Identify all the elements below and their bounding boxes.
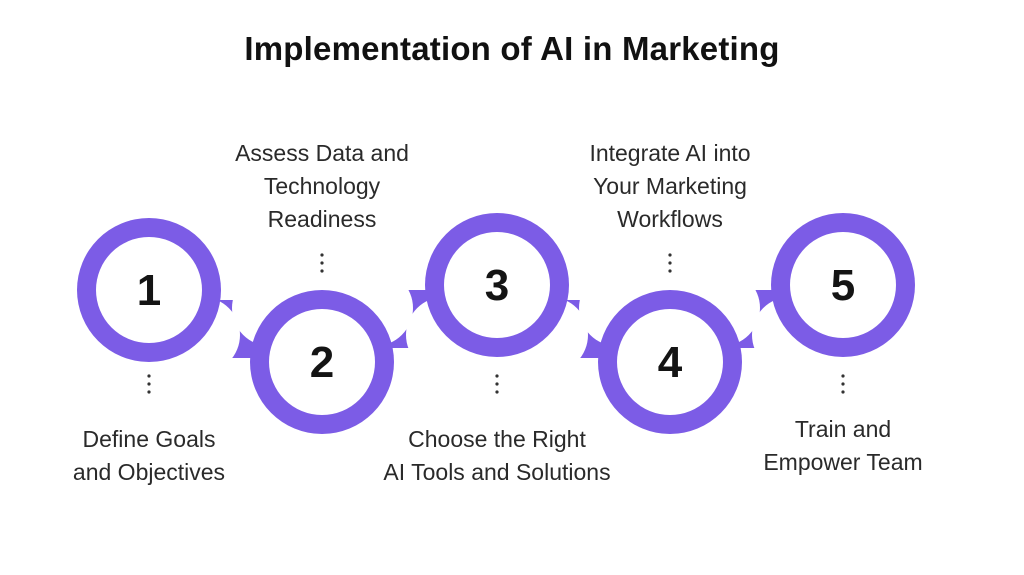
step-3-label: Choose the Right AI Tools and Solutions <box>383 426 611 485</box>
step-5-label: Train and Empower Team <box>763 416 923 475</box>
leader-step-2 <box>320 253 324 273</box>
step-circle <box>96 237 202 343</box>
step-1: 1 <box>77 218 221 362</box>
page-title: Implementation of AI in Marketing <box>244 30 780 67</box>
step-number: 1 <box>137 266 161 315</box>
step-circle <box>269 309 375 415</box>
step-circle <box>617 309 723 415</box>
step-2-label: Assess Data and Technology Readiness <box>235 140 409 232</box>
leader-step-5 <box>841 374 845 394</box>
step-3: 3 <box>425 213 569 357</box>
step-1-label: Define Goals and Objectives <box>72 426 226 485</box>
step-4: 4 <box>598 290 742 434</box>
step-2: 2 <box>250 290 394 434</box>
step-number: 2 <box>310 338 334 387</box>
step-4-label: Integrate AI into Your Marketing Workflo… <box>589 140 751 232</box>
step-circle <box>790 232 896 338</box>
leader-step-3 <box>495 374 499 394</box>
step-5: 5 <box>771 213 915 357</box>
step-number: 3 <box>485 261 509 310</box>
dotted-leaders <box>147 253 845 394</box>
step-number: 5 <box>831 261 855 310</box>
leader-step-4 <box>668 253 672 273</box>
leader-step-1 <box>147 374 151 394</box>
step-circle <box>444 232 550 338</box>
step-number: 4 <box>658 338 683 387</box>
